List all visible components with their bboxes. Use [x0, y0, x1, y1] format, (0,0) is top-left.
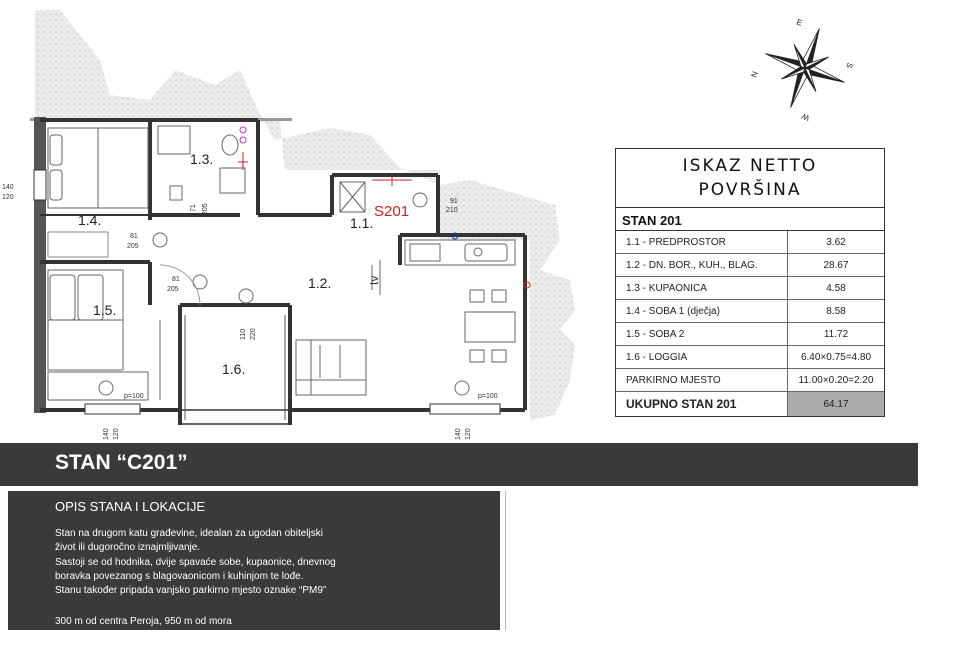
- windows: [33, 169, 501, 415]
- svg-text:N: N: [749, 70, 760, 79]
- dim-bottom-right-w: 140: [455, 428, 462, 440]
- description-line: život ili dugoročno iznajmljivanje.: [55, 542, 201, 554]
- dim-room14-door-w: 81: [130, 233, 138, 240]
- title-banner: STAN “C201”: [0, 443, 918, 486]
- row-value: 4.58: [826, 282, 846, 294]
- area-table-title-line1: ISKAZ NETTO: [682, 156, 818, 176]
- dining-table: [464, 289, 516, 363]
- description-line: Stanu također pripada vanjsko parkirno m…: [55, 585, 327, 597]
- row-value: 11.72: [823, 328, 849, 340]
- table-row: 1.2 - DN. BOR., KUH., BLAG. 28.67: [616, 254, 884, 277]
- row-label: 1.1 - PREDPROSTOR: [616, 231, 788, 253]
- dim-entry-door-w: 91: [450, 198, 458, 205]
- dim-bath-door-w: 71: [190, 204, 197, 212]
- tv-label: tv: [367, 276, 381, 285]
- sill-height-left: p=100: [124, 393, 144, 400]
- row-value: 3.62: [826, 236, 846, 248]
- dim-room15-door-h: 205: [167, 286, 179, 293]
- description-line: Sastoji se od hodnika, dvije spavaće sob…: [55, 556, 336, 568]
- dim-left-window-h: 120: [2, 194, 14, 201]
- row-label: 1.4 - SOBA 1 (dječja): [616, 300, 788, 322]
- svg-text:S: S: [844, 61, 854, 69]
- room-label-1-1: 1.1.: [350, 215, 373, 231]
- dim-loggia-door-w: 110: [240, 329, 247, 340]
- apartment-title: STAN “C201”: [55, 451, 188, 474]
- table-row: PARKIRNO MJESTO 11.00×0.20=2.20: [616, 369, 884, 392]
- room-label-1-6: 1.6.: [222, 361, 245, 377]
- room-label-1-2: 1.2.: [308, 275, 331, 291]
- divider: [505, 491, 506, 630]
- row-value: 6.40×0.75=4.80: [800, 351, 872, 363]
- entry-fixtures: [98, 174, 470, 396]
- row-value: 28.67: [823, 259, 849, 271]
- area-table-title: ISKAZ NETTO POVRŠINA: [616, 149, 884, 208]
- kitchen-counter: [371, 232, 531, 295]
- area-table-unit-heading: STAN 201: [616, 208, 884, 231]
- svg-text:W: W: [800, 111, 811, 122]
- row-label: 1.6 - LOGGIA: [616, 346, 788, 368]
- total-label: UKUPNO STAN 201: [616, 392, 788, 416]
- unit-code-label: S201: [374, 203, 409, 220]
- row-label: 1.5 - SOBA 2: [616, 323, 788, 345]
- dim-bottom-left-h: 120: [113, 428, 120, 440]
- dim-bottom-right-h: 120: [465, 428, 472, 440]
- dim-bath-door-h: 205: [202, 203, 209, 215]
- dim-room14-door-h: 205: [127, 243, 139, 250]
- dim-room15-door-w: 81: [172, 276, 180, 283]
- row-label: 1.3 - KUPAONICA: [616, 277, 788, 299]
- room-label-1-5: 1.5.: [93, 302, 116, 318]
- row-label: PARKIRNO MJESTO: [616, 369, 788, 391]
- table-row: 1.1 - PREDPROSTOR 3.62: [616, 231, 884, 254]
- row-value: 11.00×0.20=2.20: [798, 374, 874, 386]
- dim-bottom-left-w: 140: [103, 428, 110, 440]
- table-row: 1.5 - SOBA 2 11.72: [616, 323, 884, 346]
- table-row: 1.6 - LOGGIA 6.40×0.75=4.80: [616, 346, 884, 369]
- total-value: 64.17: [788, 392, 884, 416]
- description-line: boravka povezanog s blagovaonicom i kuhi…: [55, 570, 304, 582]
- bed-room-1-5: [47, 269, 161, 401]
- area-table-title-line2: POVRŠINA: [698, 180, 802, 200]
- table-row: 1.4 - SOBA 1 (dječja) 8.58: [616, 300, 884, 323]
- location-distance: 300 m od centra Peroja, 950 m od mora: [55, 616, 232, 627]
- compass-rose-icon: E S N W: [749, 17, 854, 122]
- dim-loggia-door-h: 220: [250, 328, 257, 340]
- dim-entry-door-h: 210: [446, 207, 458, 214]
- area-table: ISKAZ NETTO POVRŠINA STAN 201 1.1 - PRED…: [615, 148, 885, 417]
- description-body: Stan na drugom katu građevine, idealan z…: [55, 527, 336, 598]
- description-panel: OPIS STANA I LOKACIJE Stan na drugom kat…: [8, 491, 500, 630]
- room-label-1-4: 1.4.: [78, 212, 101, 228]
- sill-height-right: p=100: [478, 393, 498, 400]
- walls: [34, 117, 527, 425]
- floor-plan: 1.3. 1.4. 1.1. 1.2. 1.5. 1.6. S201 tv 14…: [2, 10, 575, 440]
- row-value: 8.58: [826, 305, 846, 317]
- description-line: Stan na drugom katu građevine, idealan z…: [55, 528, 323, 539]
- table-row: 1.3 - KUPAONICA 4.58: [616, 277, 884, 300]
- description-heading: OPIS STANA I LOKACIJE: [55, 499, 206, 514]
- terrain-hatch: [35, 10, 575, 420]
- dim-left-window-w: 140: [2, 184, 14, 191]
- row-label: 1.2 - DN. BOR., KUH., BLAG.: [616, 254, 788, 276]
- bathroom-fixtures: [157, 125, 248, 201]
- svg-text:E: E: [795, 17, 803, 27]
- bed-room-1-4: [47, 127, 149, 209]
- sofa: [295, 339, 367, 396]
- room-label-1-3: 1.3.: [190, 151, 213, 167]
